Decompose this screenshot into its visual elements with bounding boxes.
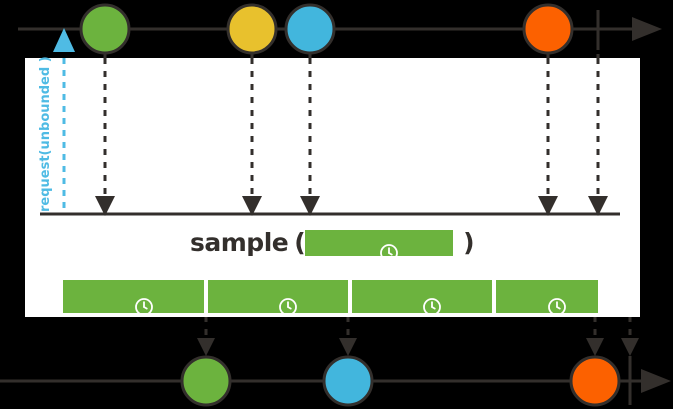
sampler-tick-2[interactable] [208, 280, 348, 316]
sampler-tick-4[interactable] [496, 280, 598, 316]
result-item-orange[interactable] [569, 355, 621, 407]
operator-panel [25, 58, 640, 317]
operator-label: sample() [190, 228, 475, 257]
source-timeline-arrowhead [632, 17, 662, 41]
source-item-green[interactable] [79, 3, 131, 55]
operator-argument-box[interactable] [305, 230, 453, 262]
result-drop-lines [197, 316, 639, 356]
result-item-green[interactable] [180, 355, 232, 407]
source-item-yellow[interactable] [226, 3, 278, 55]
request-unbounded-label: request(unbounded ) [38, 56, 53, 212]
source-item-orange[interactable] [522, 3, 574, 55]
operator-close-paren: ) [463, 228, 475, 257]
operator-open-paren: ( [294, 228, 306, 257]
result-timeline-arrowhead [641, 369, 671, 393]
sampler-tick-3[interactable] [352, 280, 492, 316]
operator-name: sample [190, 228, 289, 257]
sampler-tick-1[interactable] [63, 280, 204, 316]
result-item-cyan[interactable] [322, 355, 374, 407]
source-item-cyan[interactable] [284, 3, 336, 55]
